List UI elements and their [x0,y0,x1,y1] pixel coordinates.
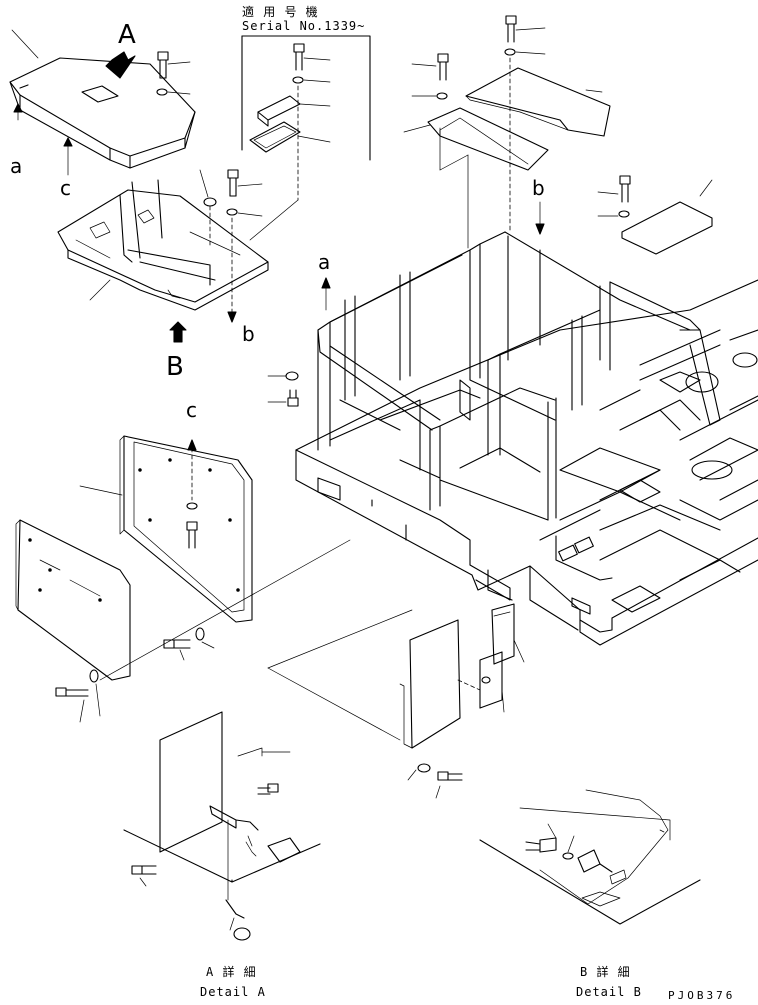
main-frame [295,231,758,646]
side-plate-right [597,175,713,255]
serial-note-en: Serial No.1339~ [242,19,366,33]
view-label-c-door: c [186,398,197,422]
upper-plate-set [403,15,611,249]
bolt-set-2 [226,169,263,323]
view-label-c-cover: c [60,176,71,200]
detail-a-drawing [123,711,321,941]
serial-note-jp: 適 用 号 機 [242,5,319,19]
view-label-b-floor: b [242,322,255,346]
view-label-b-upper: B [166,352,184,382]
lower-side-cover [267,603,525,749]
side-louver-panel [15,519,131,681]
drawing-code: PJOB376 [668,989,736,1002]
serial-box [241,35,371,241]
view-label-a-upper: A [118,20,136,50]
view-label-b-frame: b [532,176,545,200]
cab-floor-plate [57,179,269,311]
view-b-arrow-icon [169,321,187,343]
detail-b-drawing [479,789,701,925]
detail-b-title-jp: B 詳 細 [580,965,631,979]
view-label-a-lower: a [10,154,23,178]
top-cover [9,57,196,169]
bolt-set-1 [156,51,191,96]
view-a-arrow-icon [105,51,136,79]
side-door-panel [79,435,253,623]
view-label-a-frame: a [318,250,331,274]
detail-a-title-jp: A 詳 細 [206,965,257,979]
detail-a-title-en: Detail A [200,985,266,999]
detail-b-title-en: Detail B [576,985,642,999]
